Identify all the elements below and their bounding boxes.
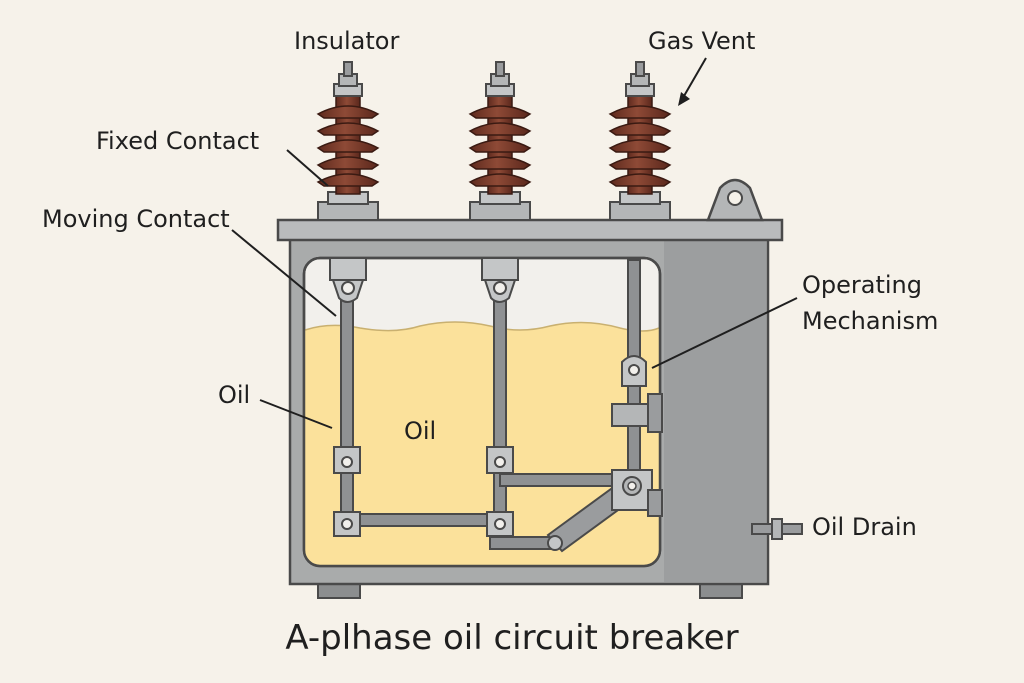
leader-gas-vent (683, 57, 707, 97)
leader-operating-mechanism (651, 297, 798, 369)
label-fixed-contact: Fixed Contact (96, 127, 260, 155)
pivot-left-bottom (333, 511, 361, 537)
diagram-title: A-plhase oil circuit breaker (285, 618, 739, 658)
gas-vent-arrowhead (678, 92, 690, 106)
operating-mechanism (611, 355, 663, 517)
pivot-middle-bottom (486, 511, 514, 537)
contact-clamp-left (329, 257, 367, 303)
lifting-lug-hole (727, 190, 743, 206)
oil-drain-valve (751, 518, 803, 540)
bushing-right (608, 61, 672, 221)
leader-oil-left (259, 399, 333, 429)
label-oil-drain: Oil Drain (812, 513, 917, 541)
label-gas-vent: Gas Vent (648, 27, 756, 55)
pivot-middle-mid (486, 446, 514, 474)
bushing-middle (468, 61, 532, 221)
leader-lines (231, 57, 798, 429)
label-oil-left: Oil (218, 381, 251, 409)
left-vertical-rod (340, 297, 354, 525)
label-insulator: Insulator (294, 27, 400, 55)
tank-side-shade (664, 240, 766, 582)
pivot-bottom-link (547, 535, 563, 551)
tank-lid (276, 218, 784, 242)
label-moving-contact: Moving Contact (42, 205, 230, 233)
pivot-left-mid (333, 446, 361, 474)
middle-vertical-rod (493, 297, 507, 525)
oil-surface (304, 321, 660, 332)
horizontal-link-rod (349, 513, 501, 527)
contact-clamp-middle (481, 257, 519, 303)
oil-fill (305, 322, 659, 565)
label-oil-center: Oil (404, 417, 437, 445)
bottom-link-rod (489, 536, 555, 550)
label-operating-mechanism-line1: Operating (802, 271, 922, 299)
bushing-left (316, 61, 380, 221)
leader-moving-contact (231, 229, 337, 317)
leader-fixed-contact (286, 149, 329, 187)
label-operating-mechanism-line2: Mechanism (802, 307, 939, 335)
bushing-group (316, 61, 672, 221)
